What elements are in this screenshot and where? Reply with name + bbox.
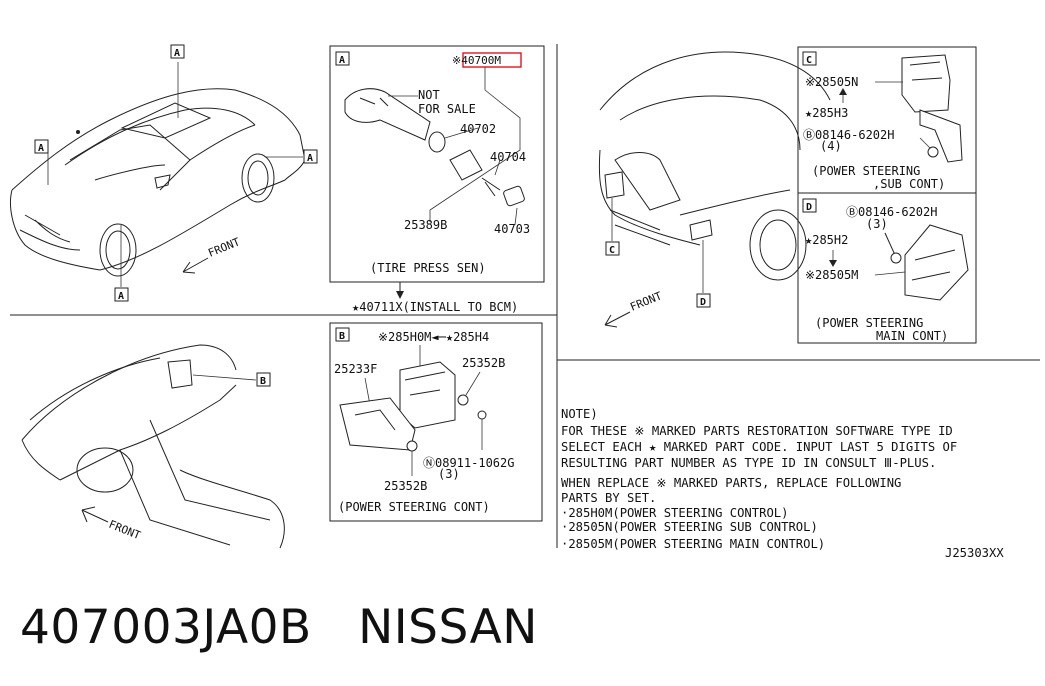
- front-view-front-label: FRONT: [628, 289, 664, 314]
- section-dividers: [10, 44, 1040, 548]
- bolt-08911: Ⓝ08911-1062G: [423, 456, 514, 470]
- box-d-caption-2: MAIN CONT): [876, 329, 948, 343]
- overview-car-drawing: [10, 88, 306, 277]
- footer-part-info: 407003JA0B NISSAN: [20, 600, 538, 655]
- box-c-tag: C: [806, 55, 812, 66]
- highlight-part-number: ※40700M: [452, 54, 501, 67]
- box-a-caption: (TIRE PRESS SEN): [370, 261, 486, 275]
- bolt-08146-c: Ⓑ08146-6202H: [803, 128, 894, 142]
- bolt-08146-d-qty: (3): [866, 217, 888, 231]
- not-for-sale-line2: FOR SALE: [418, 102, 476, 116]
- part-25389b: 25389B: [404, 218, 447, 232]
- note-line-7: ·285H0M(POWER STEERING CONTROL): [561, 506, 788, 520]
- box-c-caption-2: ,SUB CONT): [873, 177, 945, 191]
- callout-a-hood: A: [38, 143, 44, 154]
- note-line-9: ·28505M(POWER STEERING MAIN CONTROL): [561, 537, 825, 551]
- note-line-3: SELECT EACH ★ MARKED PART CODE. INPUT LA…: [561, 440, 957, 454]
- callout-a-roof: A: [174, 48, 180, 59]
- callout-d: D: [700, 297, 706, 308]
- note-line-5: WHEN REPLACE ※ MARKED PARTS, REPLACE FOL…: [561, 476, 901, 490]
- note-line-6: PARTS BY SET.: [561, 491, 656, 505]
- note-line-4: RESULTING PART NUMBER AS TYPE ID IN CONS…: [561, 456, 936, 470]
- not-for-sale-line1: NOT: [418, 88, 440, 102]
- footer-part-number: 407003JA0B: [20, 600, 312, 655]
- dashboard-drawing: B FRONT: [21, 344, 285, 549]
- front-view-car-drawing: C D FRONT: [598, 51, 831, 328]
- box-c-caption-1: (POWER STEERING: [812, 164, 920, 178]
- part-40703: 40703: [494, 222, 530, 236]
- box-b-header: ※285H0M◄─★285H4: [378, 330, 489, 344]
- notes-block: NOTE) FOR THESE ※ MARKED PARTS RESTORATI…: [561, 407, 1004, 560]
- bolt-08911-qty: (3): [438, 467, 460, 481]
- footer-brand: NISSAN: [358, 600, 538, 655]
- box-d-tag: D: [806, 202, 812, 213]
- callout-b: B: [260, 376, 266, 387]
- callout-a-rear-wheel: A: [307, 153, 313, 164]
- box-a-tire-pressure-sensor: A ※40700M NOT FOR SALE 40702 40704 40703…: [329, 45, 545, 314]
- part-285h3: ★285H3: [805, 106, 848, 120]
- bolt-08146-c-qty: (4): [820, 139, 842, 153]
- note-line-8: ·28505N(POWER STEERING SUB CONTROL): [561, 520, 818, 534]
- bolt-08146-d: Ⓑ08146-6202H: [846, 205, 937, 219]
- part-40704: 40704: [490, 150, 526, 164]
- box-b-tag: B: [339, 331, 345, 342]
- highlight-frame: [462, 52, 522, 68]
- note-line-2: FOR THESE ※ MARKED PARTS RESTORATION SOF…: [561, 424, 953, 438]
- note-line-1: NOTE): [561, 407, 598, 421]
- part-25352b-bottom: 25352B: [384, 479, 427, 493]
- part-285h2: ★285H2: [805, 233, 848, 247]
- callout-a-front-wheel: A: [118, 291, 124, 302]
- part-28505n: ※28505N: [805, 75, 858, 89]
- box-d-caption-1: (POWER STEERING: [815, 316, 923, 330]
- dash-front-label: FRONT: [107, 518, 143, 543]
- front-arrow-label: FRONT: [206, 235, 242, 260]
- part-25233f: 25233F: [334, 362, 377, 376]
- callout-c: C: [609, 245, 615, 256]
- install-to-bcm-note: ★40711X(INSTALL TO BCM): [352, 300, 518, 314]
- box-d-main-control: D Ⓑ08146-6202H (3) ★285H2 ※28505M (POWER…: [797, 192, 977, 344]
- part-28505m: ※28505M: [805, 268, 858, 282]
- box-a-tag: A: [339, 55, 345, 66]
- part-25352b-top: 25352B: [462, 356, 505, 370]
- part-40702: 40702: [460, 122, 496, 136]
- diagram-code: J25303XX: [945, 546, 1004, 560]
- box-b-power-steering-control: B ※285H0M◄─★285H4 25233F 25352B Ⓝ08911-1…: [329, 322, 543, 522]
- box-b-caption: (POWER STEERING CONT): [338, 500, 490, 514]
- box-c-sub-control: C ※28505N ★285H3 Ⓑ08146-6202H (4) (POWER…: [797, 46, 977, 194]
